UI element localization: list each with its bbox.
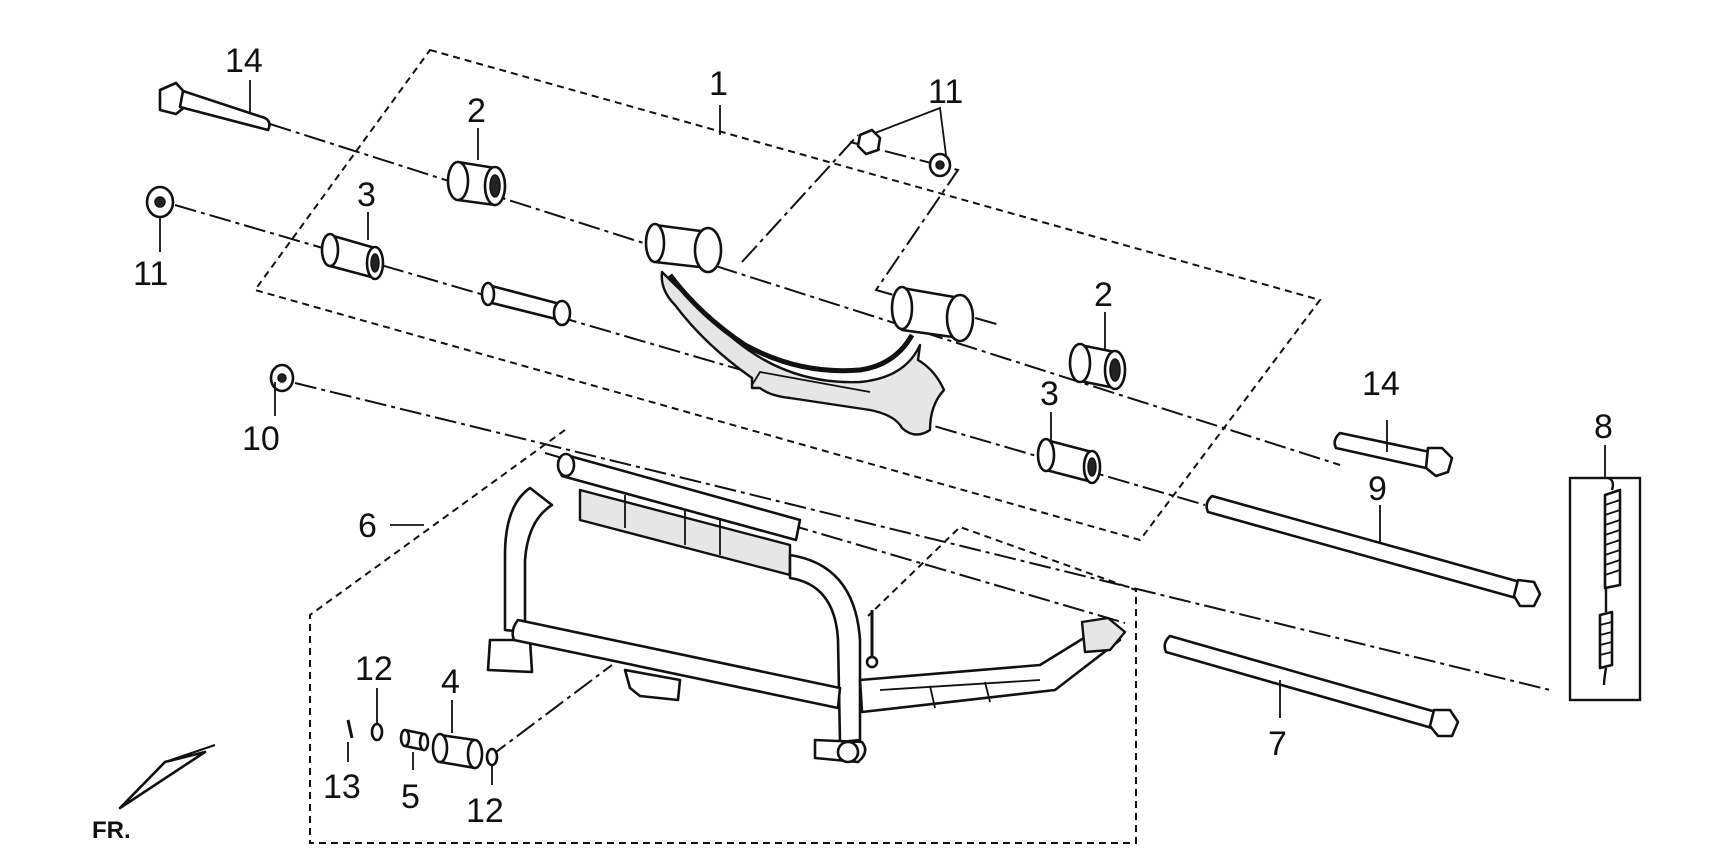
bolt-14-right [1333, 431, 1454, 478]
callout-8: 8 [1594, 408, 1613, 446]
callout-14-left: 14 [225, 42, 263, 80]
stand-assembly-frame [309, 429, 1137, 844]
callout-1: 1 [709, 65, 728, 103]
callout-6: 6 [358, 507, 377, 545]
leader-lines [159, 80, 1606, 785]
spring-8 [1598, 476, 1622, 686]
bracket-1 [644, 222, 975, 436]
spacer-3-right [1036, 437, 1102, 485]
sleeve-pin [480, 281, 572, 327]
washer-12-right [485, 747, 499, 767]
bolt-14-left [158, 81, 271, 132]
callout-9: 9 [1368, 470, 1387, 508]
main-stand-6 [486, 452, 1127, 764]
front-direction-arrow-icon [118, 744, 216, 810]
shaft-9 [1205, 494, 1542, 608]
upper-assembly-frame [253, 48, 1322, 542]
callout-13: 13 [323, 768, 361, 806]
washer-12-left [370, 722, 384, 742]
callout-5: 5 [401, 778, 420, 816]
bushing-4 [431, 732, 484, 770]
callout-11-left: 11 [133, 255, 168, 293]
callout-11-top: 11 [928, 73, 963, 111]
cotter-pin-13 [346, 719, 354, 739]
callout-14-right: 14 [1362, 365, 1400, 403]
callout-2-left: 2 [467, 92, 486, 130]
front-direction-label: FR. [92, 817, 131, 844]
nut-11-left [145, 185, 175, 219]
bolt-7 [1163, 634, 1460, 738]
callout-3-right: 3 [1040, 375, 1059, 413]
collar-5 [399, 728, 430, 752]
bushing-2-left [446, 160, 507, 207]
callout-7: 7 [1268, 725, 1287, 763]
callout-4: 4 [441, 663, 460, 701]
nut-11-top-b [928, 152, 952, 178]
callout-2-right: 2 [1094, 276, 1113, 314]
callout-12-lower: 12 [466, 792, 504, 830]
callout-3-left: 3 [357, 176, 376, 214]
callout-12-upper: 12 [355, 650, 393, 688]
spacer-3-left [320, 232, 385, 281]
callout-10: 10 [242, 420, 280, 458]
nut-11-top-a [856, 128, 882, 156]
bushing-2-right [1068, 342, 1127, 391]
nut-10 [269, 363, 295, 393]
